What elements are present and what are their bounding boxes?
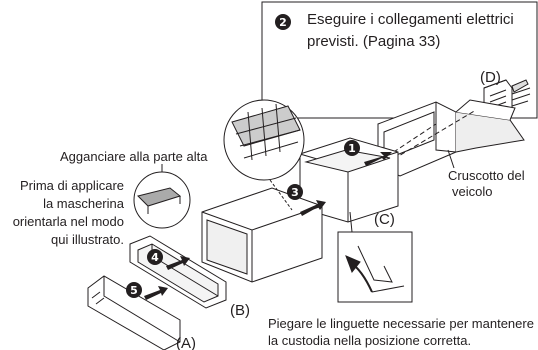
- svg-text:qui illustrato.: qui illustrato.: [51, 232, 124, 247]
- label-b: (B): [230, 302, 250, 319]
- step-4-badge: 4: [147, 249, 163, 265]
- label-d: (D): [480, 69, 501, 86]
- callout-line-1: Eseguire i collegamenti elettrici: [307, 11, 514, 28]
- step-1-badge: 1: [344, 140, 360, 156]
- label-dashboard-line-1: Cruscotto del: [448, 168, 525, 183]
- mounting-sleeve-c: [299, 137, 399, 223]
- svg-text:5: 5: [130, 284, 138, 297]
- insertion-arrows: [144, 152, 392, 300]
- svg-text:orientarla nel modo: orientarla nel modo: [13, 214, 124, 229]
- label-c: (C): [374, 211, 395, 228]
- svg-text:Prima di applicare: Prima di applicare: [20, 178, 124, 193]
- note-hook-top: Agganciare alla parte alta: [60, 149, 208, 164]
- svg-text:2: 2: [279, 16, 287, 29]
- vehicle-dashboard: [377, 99, 525, 177]
- svg-text:la custodia nella posizione co: la custodia nella posizione corretta.: [268, 333, 471, 348]
- arrow-step-4: [166, 256, 190, 270]
- arrow-step-5: [144, 286, 168, 300]
- arrow-step-3: [300, 200, 326, 216]
- arrow-step-1: [364, 152, 392, 166]
- faceplate-a: [87, 275, 181, 350]
- step-3-badge: 3: [287, 184, 303, 200]
- detail-zoom-circle-hook: [133, 164, 191, 229]
- callout-line-2: previsti. (Pagina 33): [307, 33, 440, 50]
- svg-text:3: 3: [291, 186, 299, 199]
- note-bend-tabs: Piegare le linguette necessarie per mant…: [268, 316, 534, 348]
- label-dashboard-line-2: veicolo: [452, 184, 492, 199]
- step-2-badge: 2: [275, 14, 291, 30]
- step-5-badge: 5: [126, 282, 142, 298]
- detail-bend-tabs: [337, 211, 413, 303]
- detail-zoom-circle-top: [223, 99, 305, 211]
- svg-text:Piegare le linguette necessari: Piegare le linguette necessarie per mant…: [268, 316, 534, 331]
- label-a: (A): [176, 335, 196, 350]
- svg-text:4: 4: [151, 251, 159, 264]
- head-unit: [201, 187, 323, 283]
- svg-text:1: 1: [348, 142, 356, 155]
- note-apply-orientation: Prima di applicare la mascherina orienta…: [13, 178, 125, 247]
- svg-text:la mascherina: la mascherina: [43, 196, 125, 211]
